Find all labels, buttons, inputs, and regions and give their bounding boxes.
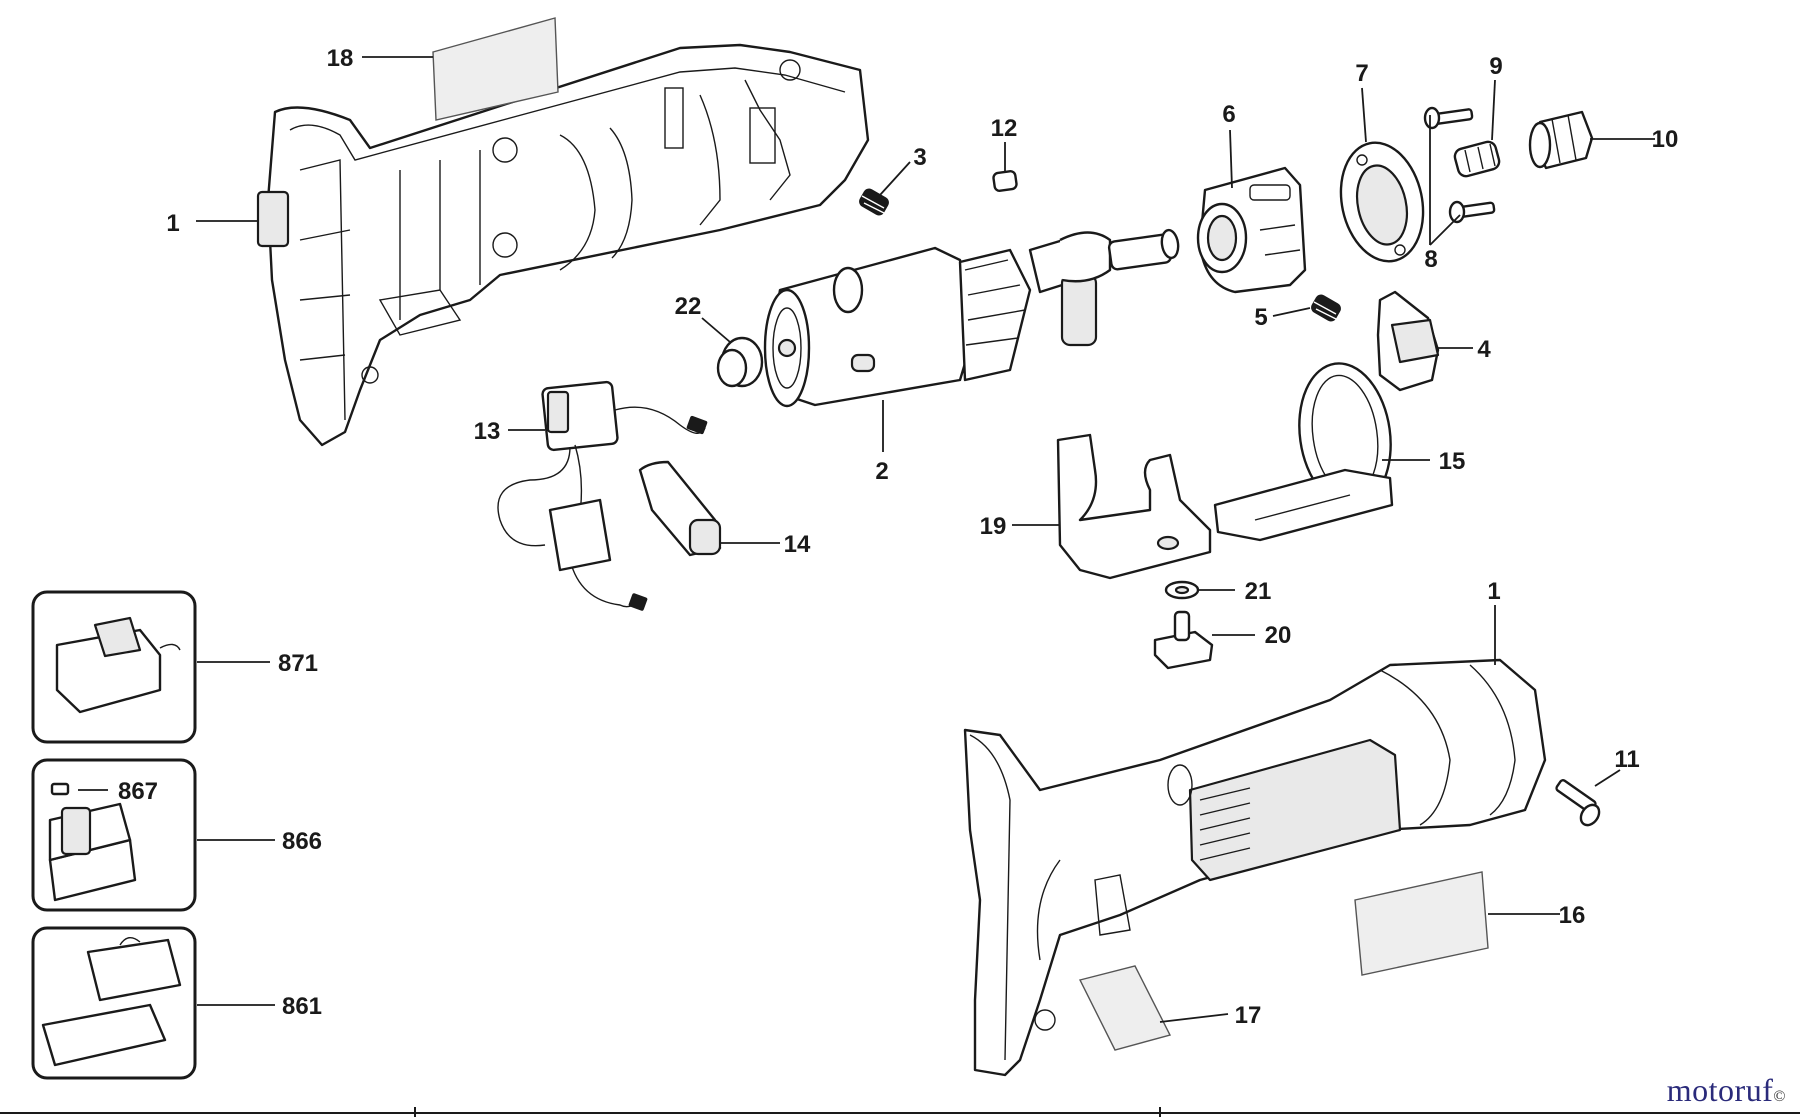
- assembled-tool-part: [963, 658, 1547, 1077]
- knob-part: [1153, 610, 1214, 670]
- watermark-suffix: ©: [1773, 1088, 1786, 1105]
- cap-part: [716, 336, 764, 388]
- callout-1-assembled: 1: [1487, 578, 1500, 605]
- callout-5: 5: [1254, 304, 1267, 331]
- callout-871: 871: [278, 650, 318, 677]
- callout-6: 6: [1222, 101, 1235, 128]
- charger-part: [55, 616, 181, 714]
- callout-3: 3: [913, 144, 926, 171]
- ring-plate-part: [1339, 141, 1425, 263]
- callout-861: 861: [282, 993, 322, 1020]
- battery-part: [48, 782, 137, 902]
- spring-part: [1311, 294, 1341, 322]
- callout-8: 8: [1424, 246, 1437, 273]
- switch-part: [497, 380, 708, 611]
- washer-part: [1164, 580, 1200, 600]
- spring-part: [859, 188, 889, 216]
- pin-part: [992, 170, 1018, 192]
- callout-19: 19: [980, 513, 1007, 540]
- callout-7: 7: [1355, 60, 1368, 87]
- callout-9: 9: [1489, 53, 1502, 80]
- collet-nut-part: [1528, 110, 1594, 170]
- callout-17: 17: [1235, 1002, 1262, 1029]
- callout-13: 13: [474, 418, 501, 445]
- callout-11: 11: [1614, 746, 1639, 773]
- housing-half-part: [256, 43, 870, 447]
- callout-4: 4: [1477, 336, 1491, 363]
- callout-16: 16: [1559, 902, 1586, 929]
- callout-10: 10: [1652, 126, 1679, 153]
- callout-866: 866: [282, 828, 322, 855]
- collet-part: [1453, 140, 1501, 178]
- callout-18: 18: [327, 45, 354, 72]
- callout-15: 15: [1439, 448, 1466, 475]
- guard-part: [1213, 362, 1394, 542]
- callout-20: 20: [1265, 622, 1292, 649]
- case-part: [41, 937, 182, 1067]
- bracket-part: [1376, 290, 1440, 392]
- label-part: [432, 17, 559, 121]
- callout-labels: 1 18 12 3 6 7 9 10 8 22 5 4 13 2 15 14 1…: [118, 45, 1678, 1029]
- contact-cover-part: [638, 460, 722, 557]
- callout-867: 867: [118, 778, 158, 805]
- bearing-holder-part: [1196, 166, 1307, 294]
- leader-lines: [78, 56, 1655, 1023]
- callout-2: 2: [875, 458, 888, 485]
- callout-21: 21: [1245, 578, 1272, 605]
- label-part: [1354, 871, 1489, 976]
- motor-armature-part: [763, 228, 1180, 408]
- base-plate-part: [1056, 433, 1212, 580]
- watermark-logo: motoruf©: [1667, 1072, 1786, 1109]
- label-part: [1078, 965, 1172, 1051]
- watermark-text: motoruf: [1666, 1072, 1774, 1108]
- callout-22: 22: [675, 293, 702, 320]
- callout-14: 14: [784, 531, 811, 558]
- screw-part: [1555, 779, 1601, 827]
- callout-1: 1: [166, 210, 179, 237]
- callout-12: 12: [991, 115, 1018, 142]
- screw-part: [1423, 106, 1496, 224]
